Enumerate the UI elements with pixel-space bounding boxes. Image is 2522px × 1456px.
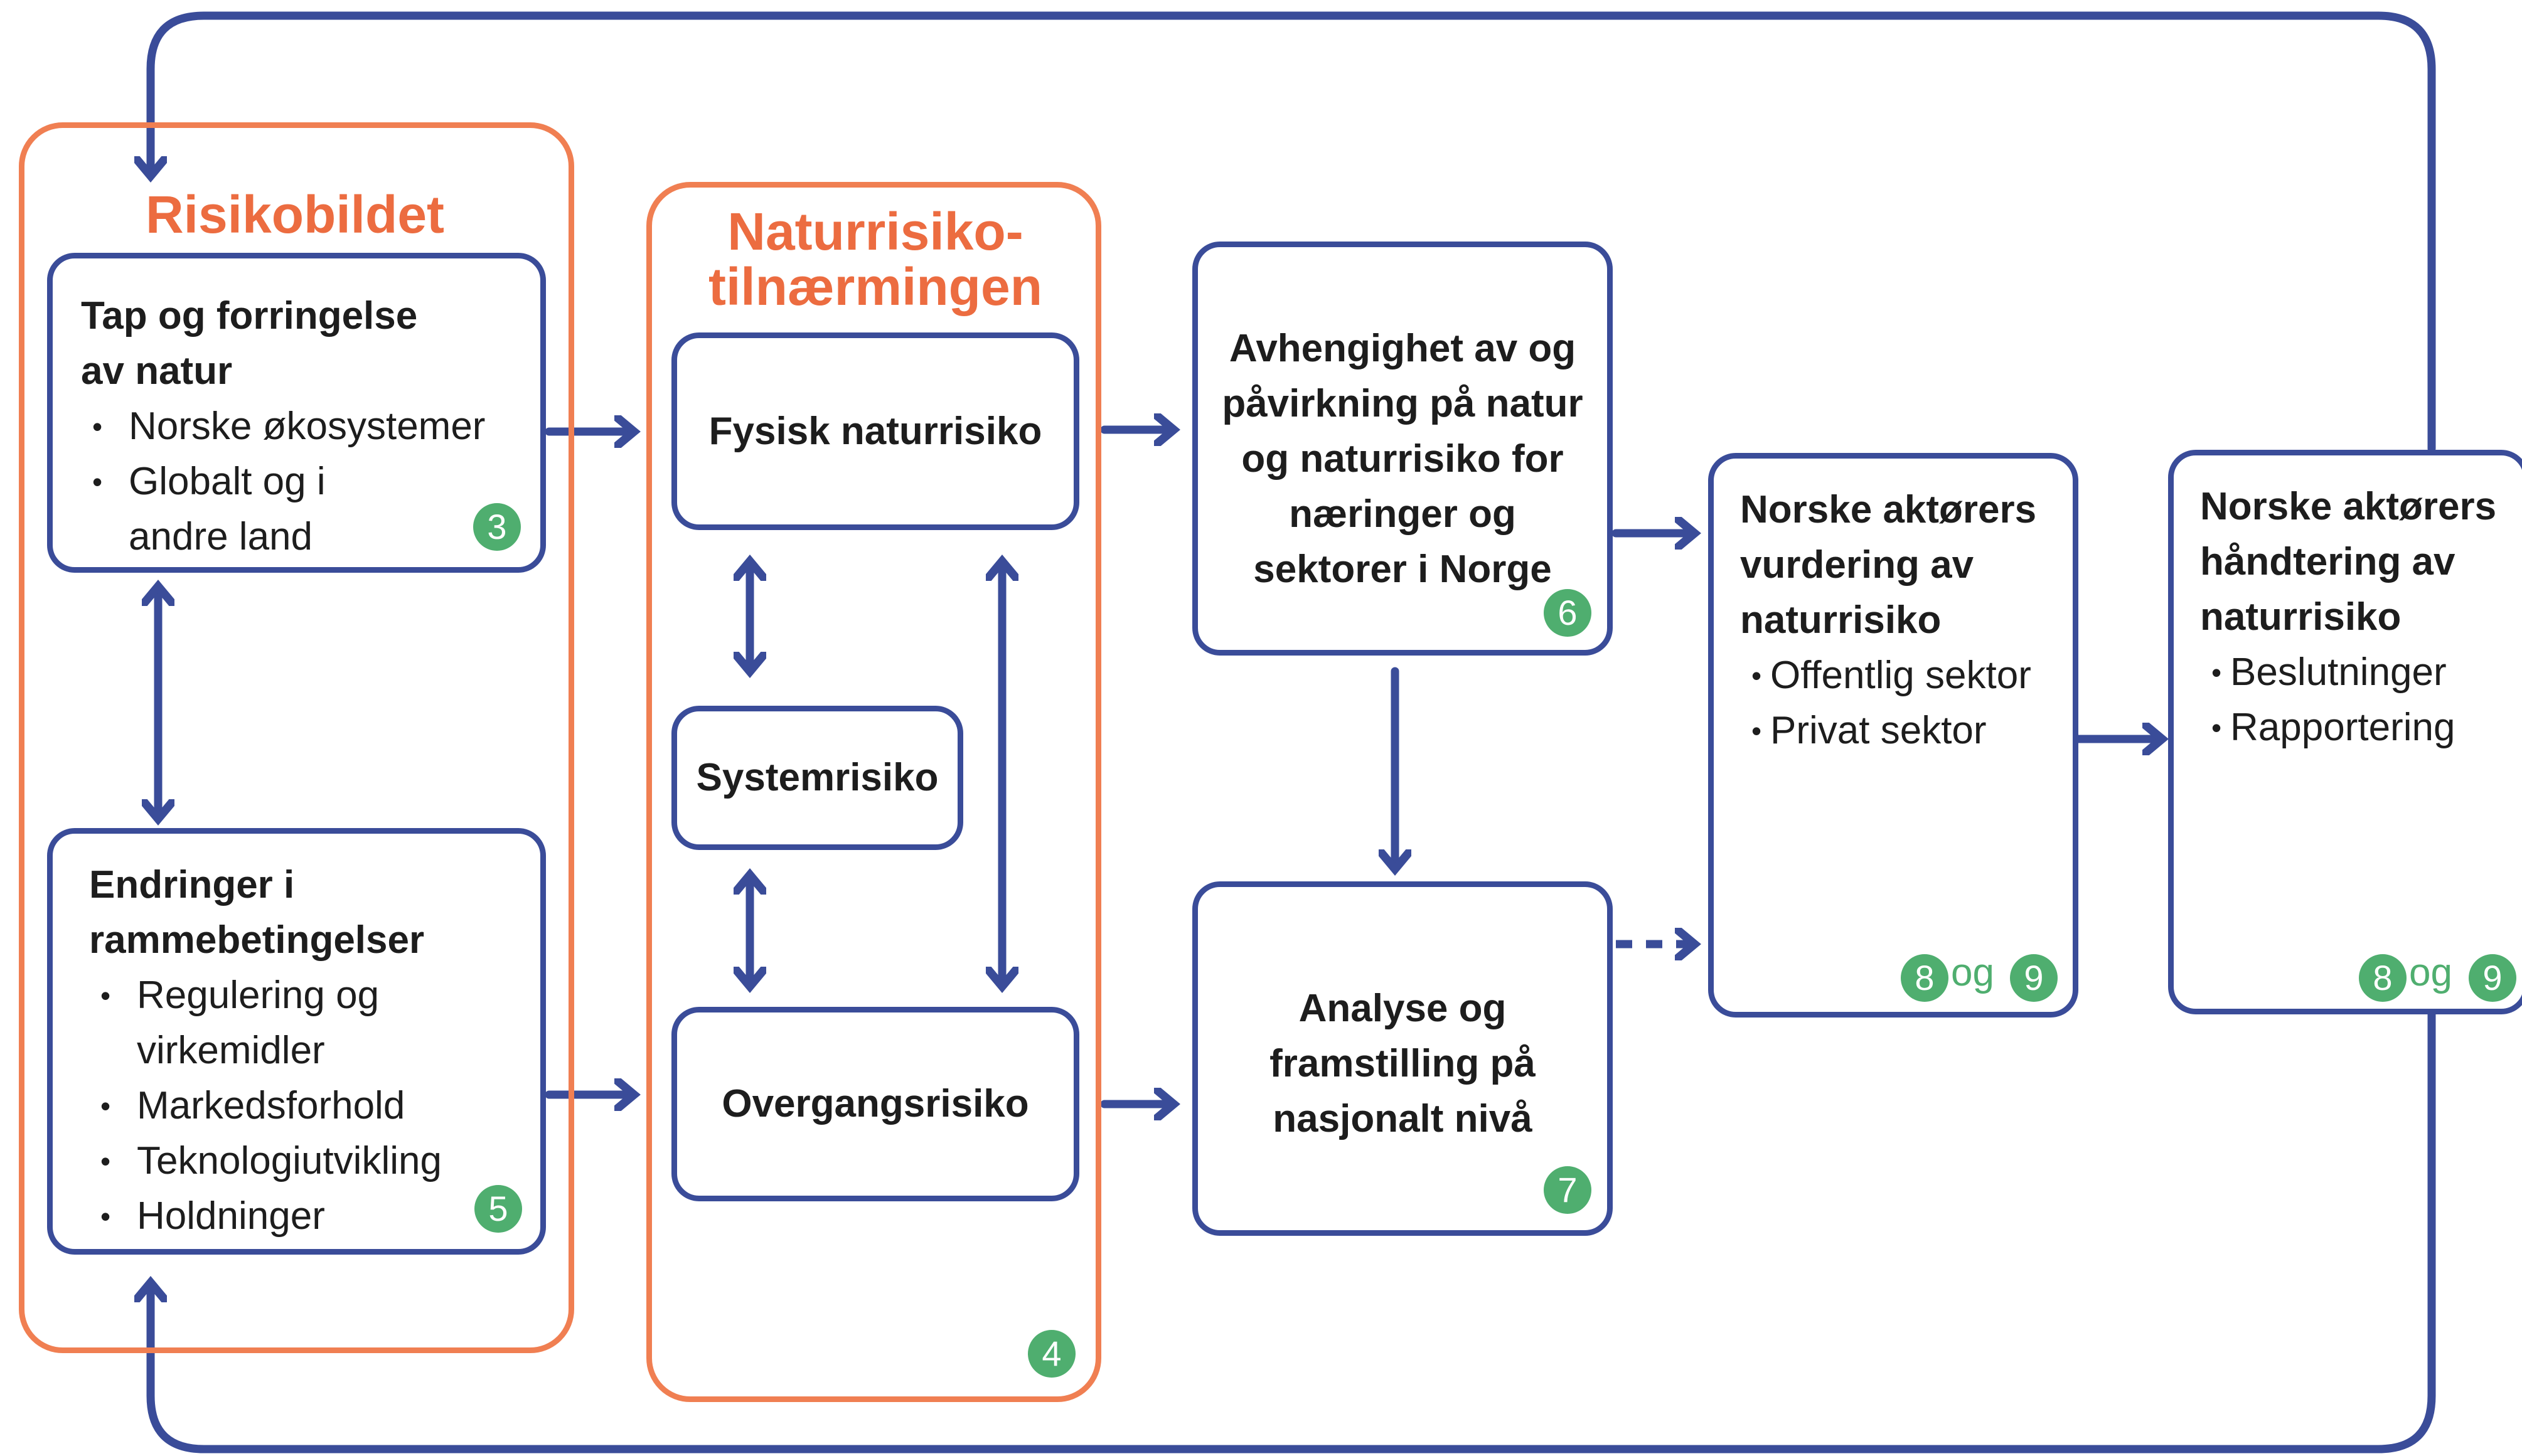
- box-vurdering-list: Offentlig sektor Privat sektor: [1740, 648, 2060, 758]
- box-overgangsrisiko: Overgangsrisiko: [671, 1007, 1079, 1201]
- box-handtering-title-line: Norske aktørers: [2200, 485, 2497, 528]
- box-endringer-i-rammebetingelser: Endringer i rammebetingelser Regulering …: [47, 828, 546, 1255]
- box-fysisk-title: Fysisk naturrisiko: [708, 409, 1042, 453]
- box-tap-title-line1: Tap og forringelse: [81, 294, 418, 337]
- group-risikobildet-title: Risikobildet: [145, 185, 445, 244]
- list-item: Beslutninger: [2200, 645, 2522, 700]
- list-item: Globalt og i andre land: [81, 454, 515, 565]
- box-endringer-title-line1: Endringer i: [89, 863, 295, 906]
- box-endringer-list: Regulering og virkemidler Markedsforhold…: [89, 968, 515, 1244]
- box-vurdering-title-line: Norske aktørers: [1740, 488, 2037, 531]
- badge-6: 6: [1544, 589, 1591, 637]
- list-item: Teknologiutvikling: [89, 1134, 515, 1189]
- list-item: Holdninger: [89, 1189, 515, 1244]
- list-item: Privat sektor: [1740, 703, 2060, 758]
- badge-5: 5: [474, 1185, 522, 1233]
- box-tap-list: Norske økosystemer Globalt og i andre la…: [81, 399, 515, 565]
- badge-9: 9: [2010, 954, 2058, 1002]
- box-handtering: Norske aktørers håndtering av naturrisik…: [2168, 450, 2522, 1014]
- box-analyse: Analyse og framstilling på nasjonalt niv…: [1192, 881, 1613, 1236]
- group-tilnaerming: [646, 182, 1101, 1402]
- badge-8: 8: [2359, 954, 2407, 1002]
- feedback-loop-bottom: [151, 1009, 2436, 1453]
- box-analyse-line: Analyse og: [1298, 987, 1507, 1030]
- box-avhengighet-line: og naturrisiko for: [1241, 437, 1564, 481]
- og-label: og: [2409, 951, 2452, 994]
- box-endringer-title-line2: rammebetingelser: [89, 918, 425, 962]
- group-tilnaerming-title-line1: Naturrisiko-: [727, 202, 1023, 261]
- box-analyse-line: nasjonalt nivå: [1273, 1097, 1532, 1140]
- box-overgang-title: Overgangsrisiko: [722, 1082, 1029, 1125]
- badge-7: 7: [1544, 1166, 1591, 1214]
- list-item: Rapportering: [2200, 700, 2522, 755]
- box-handtering-list: Beslutninger Rapportering: [2200, 645, 2522, 755]
- box-vurdering: Norske aktørers vurdering av naturrisiko…: [1708, 453, 2078, 1018]
- box-avhengighet-line: Avhengighet av og: [1229, 327, 1576, 370]
- list-item: Norske økosystemer: [81, 399, 515, 454]
- box-avhengighet-line: næringer og: [1289, 492, 1516, 536]
- box-system-title: Systemrisiko: [696, 756, 939, 799]
- list-item: Markedsforhold: [89, 1078, 515, 1134]
- list-item: Offentlig sektor: [1740, 648, 2060, 703]
- badge-4: 4: [1028, 1330, 1076, 1378]
- group-tilnaerming-title-line2: tilnærmingen: [708, 257, 1042, 316]
- box-avhengighet-line: påvirkning på natur: [1222, 382, 1583, 425]
- box-avhengighet: Avhengighet av og påvirkning på natur og…: [1192, 242, 1613, 656]
- feedback-loop-top: [151, 11, 2436, 453]
- group-tilnaerming-title: Naturrisiko- tilnærmingen: [662, 204, 1089, 314]
- box-systemrisiko: Systemrisiko: [671, 706, 963, 850]
- box-handtering-title-line: håndtering av: [2200, 540, 2455, 583]
- badge-8: 8: [1901, 954, 1948, 1002]
- badge-9: 9: [2469, 954, 2516, 1002]
- box-fysisk-naturrisiko: Fysisk naturrisiko: [671, 332, 1079, 530]
- box-vurdering-title-line: vurdering av: [1740, 543, 1974, 587]
- box-vurdering-title-line: naturrisiko: [1740, 598, 1942, 642]
- badge-3: 3: [473, 503, 521, 551]
- box-tap-og-forringelse: Tap og forringelse av natur Norske økosy…: [47, 253, 546, 573]
- box-analyse-line: framstilling på: [1269, 1042, 1536, 1085]
- og-label: og: [1951, 951, 1994, 994]
- box-handtering-title-line: naturrisiko: [2200, 595, 2402, 639]
- box-avhengighet-line: sektorer i Norge: [1253, 548, 1552, 591]
- group-risikobildet: [19, 122, 574, 1353]
- box-tap-title-line2: av natur: [81, 349, 233, 393]
- list-item: Regulering og virkemidler: [89, 968, 515, 1078]
